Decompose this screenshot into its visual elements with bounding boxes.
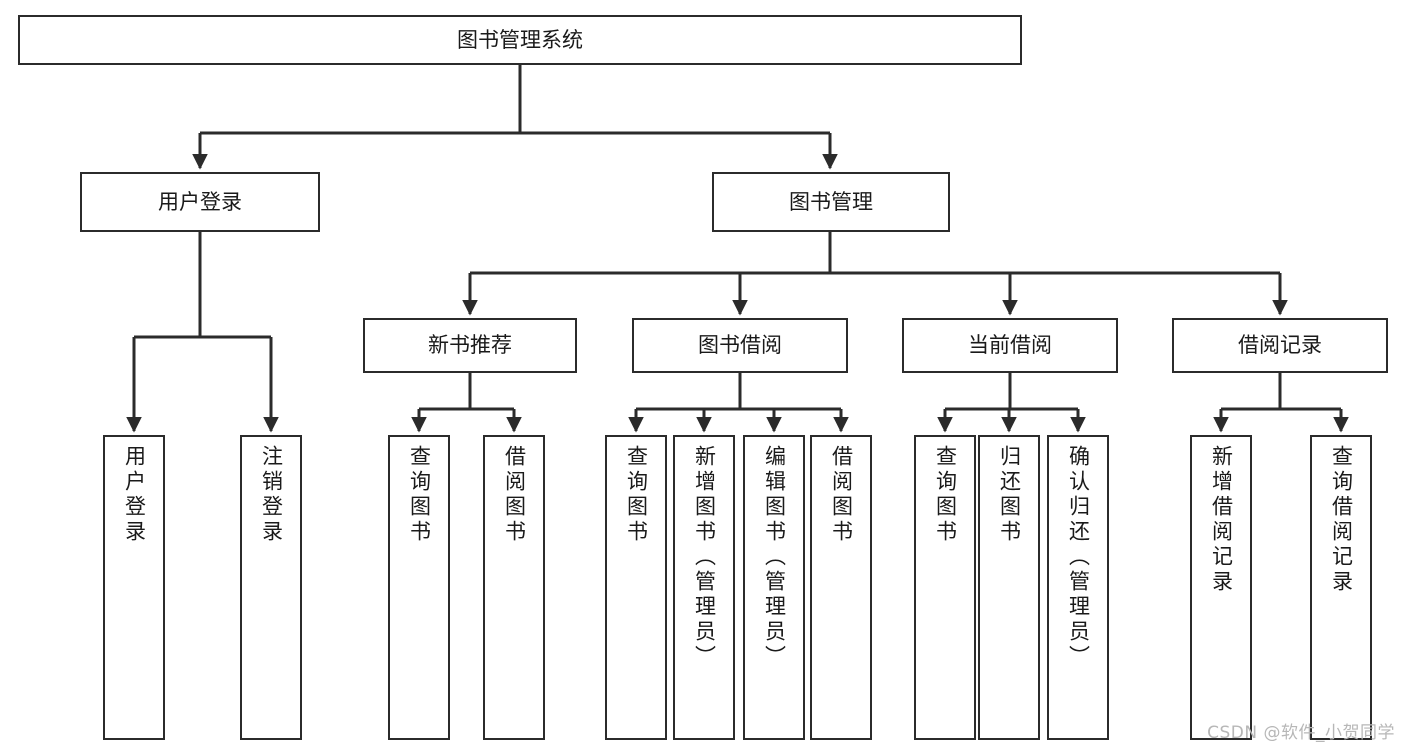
node-label: 新增借阅记录 [1209,445,1234,595]
node-new-book-recommend[interactable]: 新书推荐 [363,318,577,373]
node-label: 查询图书 [407,445,432,545]
leaf-current-confirm-return-admin[interactable]: 确认归还（管理员） [1047,435,1109,740]
node-label: 图书借阅 [698,333,782,357]
leaf-borrow-add-book-admin[interactable]: 新增图书（管理员） [673,435,735,740]
node-label: 新书推荐 [428,333,512,357]
node-borrow-record[interactable]: 借阅记录 [1172,318,1388,373]
leaf-record-add-record[interactable]: 新增借阅记录 [1190,435,1252,740]
leaf-user-login-login[interactable]: 用户登录 [103,435,165,740]
node-label: 图书管理 [789,189,873,214]
node-book-borrow[interactable]: 图书借阅 [632,318,848,373]
leaf-user-login-logout[interactable]: 注销登录 [240,435,302,740]
leaf-borrow-edit-book-admin[interactable]: 编辑图书（管理员） [743,435,805,740]
node-label: 查询借阅记录 [1329,445,1354,595]
node-label: 借阅图书 [829,445,854,545]
node-root-system[interactable]: 图书管理系统 [18,15,1022,65]
node-label: 用户登录 [122,445,147,545]
leaf-recommend-borrow-book[interactable]: 借阅图书 [483,435,545,740]
node-label: 图书管理系统 [457,27,583,52]
csdn-watermark: CSDN @软件_小贺同学 [1207,723,1395,743]
node-label: 查询图书 [933,445,958,545]
node-label: 当前借阅 [968,333,1052,357]
leaf-borrow-borrow-book[interactable]: 借阅图书 [810,435,872,740]
node-label: 确认归还（管理员） [1066,445,1091,670]
leaf-current-return-book[interactable]: 归还图书 [978,435,1040,740]
leaf-borrow-query-book[interactable]: 查询图书 [605,435,667,740]
leaf-record-query-record[interactable]: 查询借阅记录 [1310,435,1372,740]
node-user-login[interactable]: 用户登录 [80,172,320,232]
node-current-borrow[interactable]: 当前借阅 [902,318,1118,373]
node-label: 查询图书 [624,445,649,545]
leaf-current-query-book[interactable]: 查询图书 [914,435,976,740]
node-book-management[interactable]: 图书管理 [712,172,950,232]
node-label: 借阅图书 [502,445,527,545]
node-label: 借阅记录 [1238,333,1322,357]
node-label: 编辑图书（管理员） [762,445,787,670]
node-label: 注销登录 [259,445,284,545]
node-label: 新增图书（管理员） [692,445,717,670]
node-label: 归还图书 [997,445,1022,545]
leaf-recommend-query-book[interactable]: 查询图书 [388,435,450,740]
node-label: 用户登录 [158,189,242,214]
